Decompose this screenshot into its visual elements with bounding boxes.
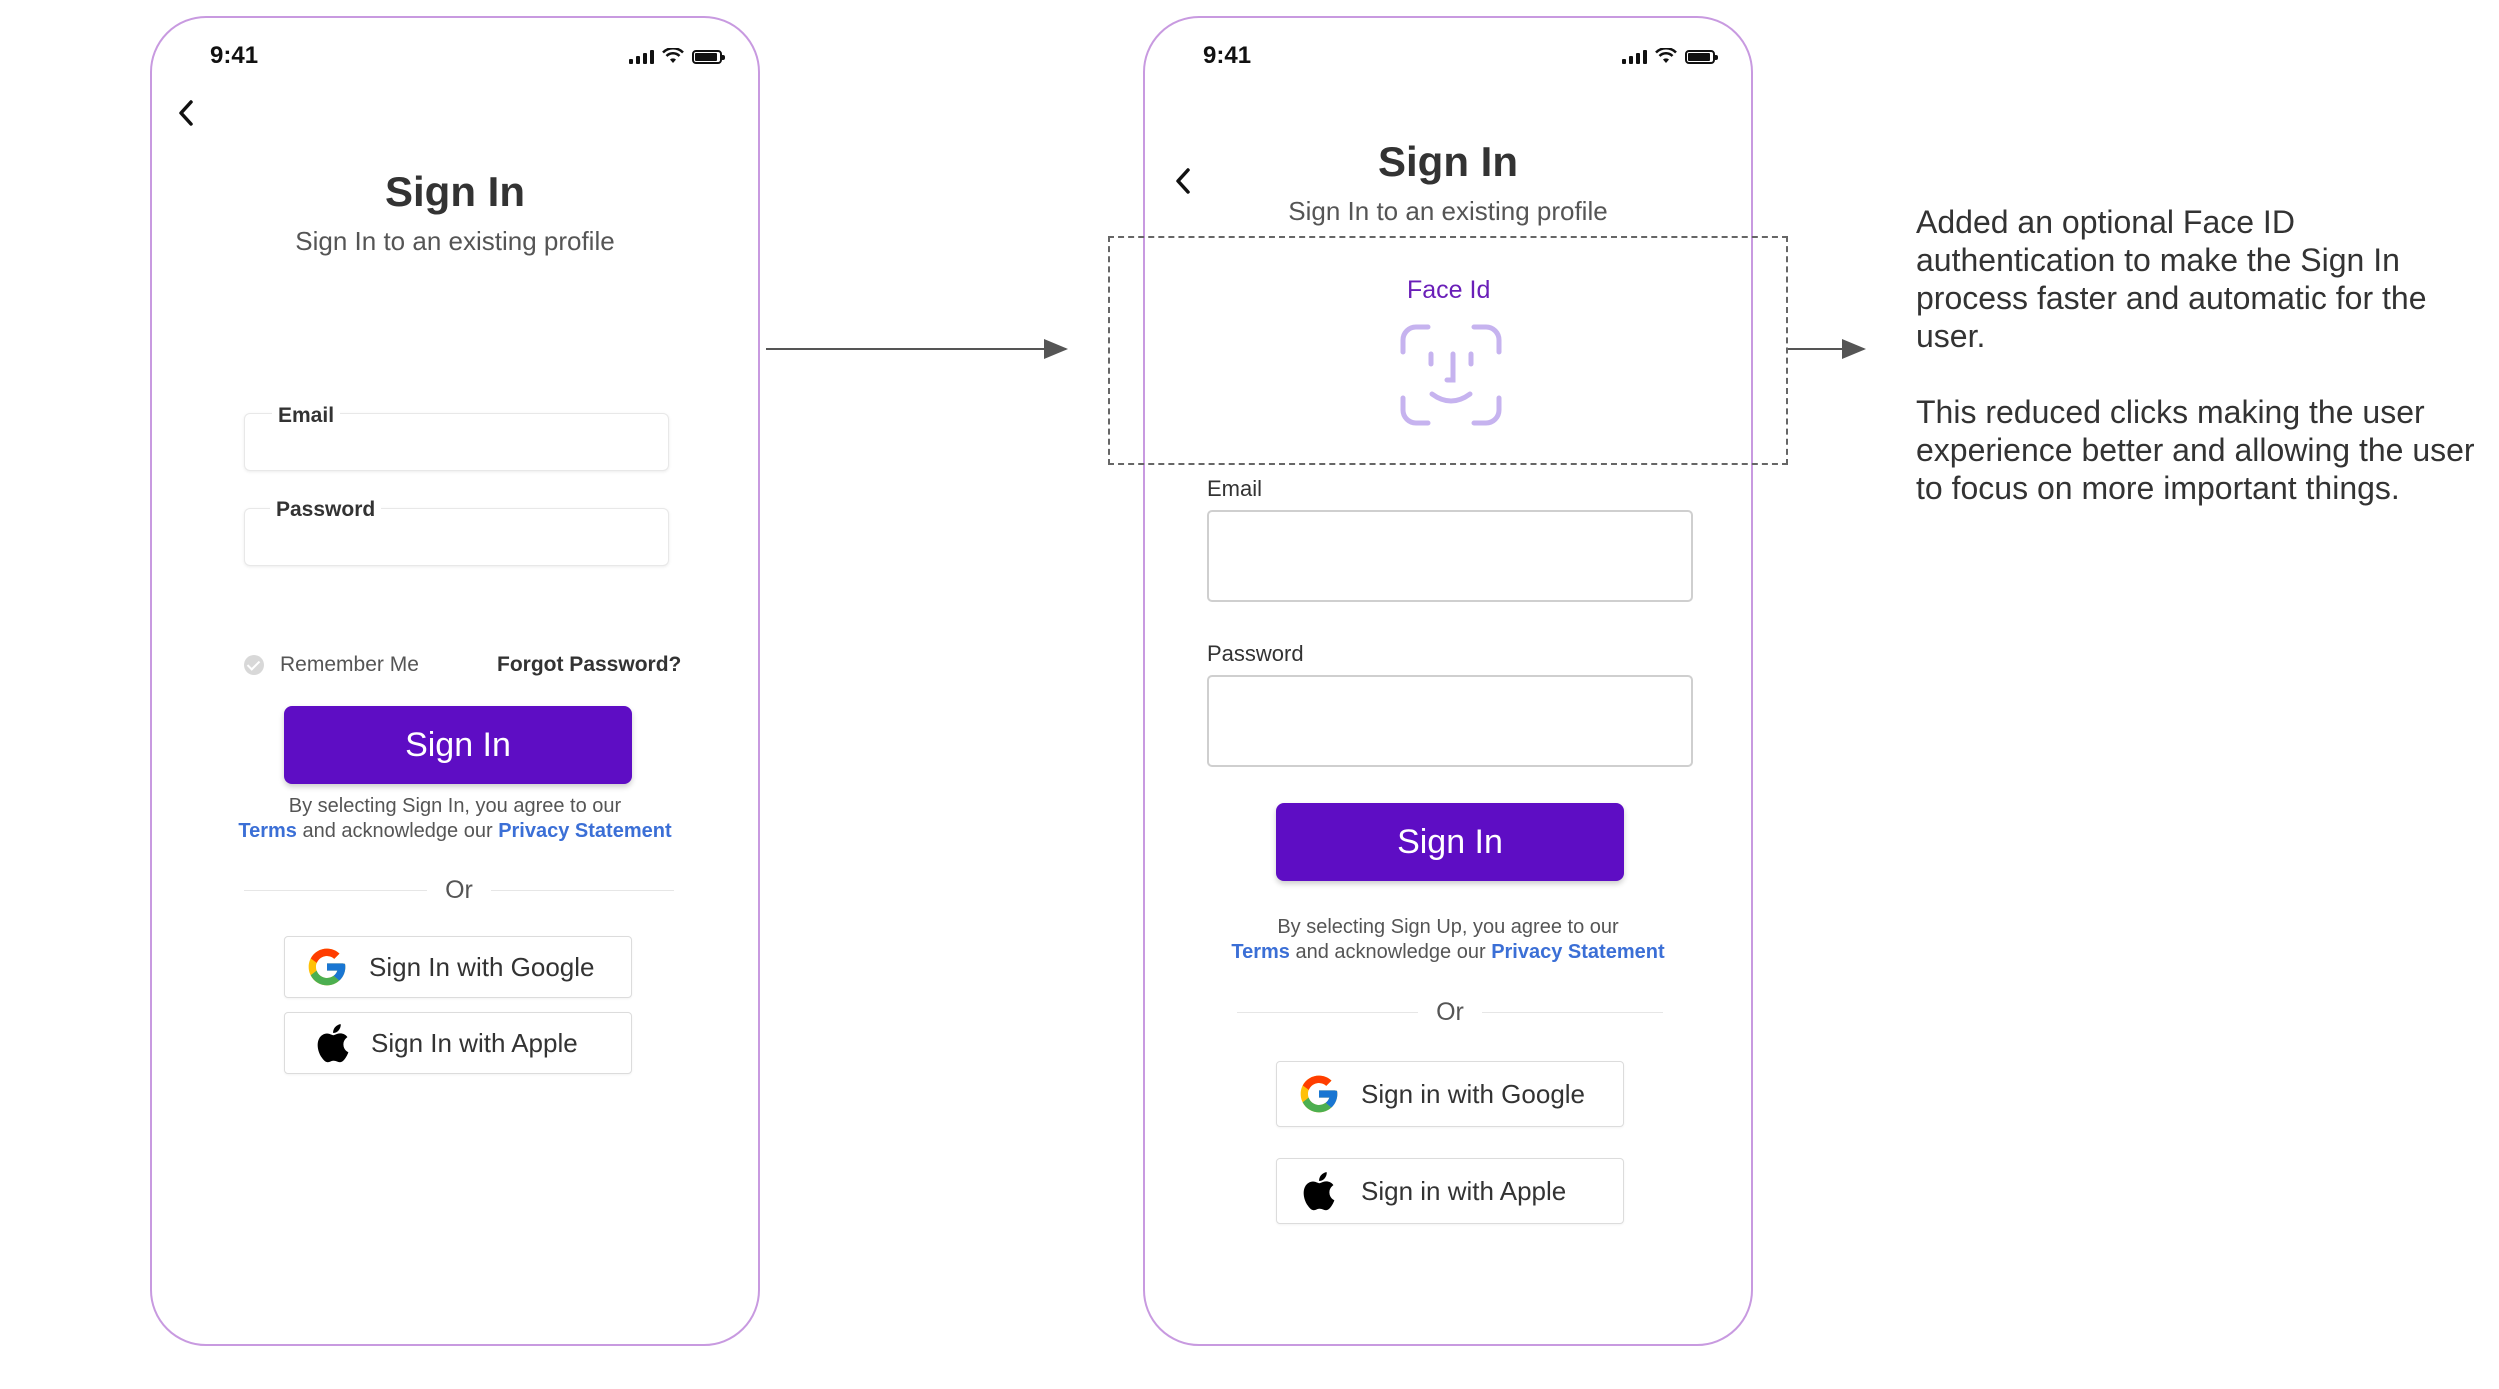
apple-icon — [1303, 1172, 1335, 1211]
sign-in-button[interactable]: Sign In — [1276, 803, 1624, 881]
annotation-note: Added an optional Face ID authentication… — [1916, 203, 2486, 545]
legal-mid: and acknowledge our — [1295, 941, 1486, 963]
privacy-statement-link[interactable]: Privacy Statement — [498, 820, 672, 842]
or-divider: Or — [244, 876, 674, 905]
password-label: Password — [1207, 641, 1304, 666]
wifi-icon — [662, 48, 684, 63]
or-text: Or — [1436, 998, 1464, 1026]
or-text: Or — [445, 876, 473, 904]
email-label: Email — [1207, 476, 1263, 501]
or-divider: Or — [1237, 998, 1663, 1027]
page-subtitle: Sign In to an existing profile — [1288, 196, 1608, 226]
face-id-icon[interactable] — [1398, 322, 1504, 428]
flow-arrow-2 — [1788, 339, 1866, 359]
legal-text: By selecting Sign In, you agree to our T… — [152, 794, 758, 844]
status-time: 9:41 — [210, 42, 259, 69]
battery-icon — [692, 50, 725, 64]
google-sign-in-button[interactable]: Sign In with Google — [284, 936, 632, 998]
email-field[interactable] — [1207, 510, 1693, 602]
remember-me-checkbox[interactable] — [244, 655, 264, 675]
apple-button-label: Sign In with Apple — [371, 1027, 578, 1058]
page-title: Sign In — [385, 168, 525, 215]
legal-line1: By selecting Sign In, you agree to our — [288, 795, 622, 817]
left-phone-frame: 9:41 Sign In Sign In to an existing prof… — [150, 16, 760, 1346]
google-icon — [308, 948, 346, 986]
battery-icon — [1685, 50, 1718, 64]
face-id-highlight-box — [1108, 236, 1788, 465]
status-icons — [629, 48, 725, 64]
flow-arrow-1 — [766, 339, 1068, 359]
back-arrow-icon[interactable] — [176, 98, 196, 134]
annotation-paragraph-2: This reduced clicks making the user expe… — [1916, 394, 2475, 506]
face-id-label: Face Id — [1407, 276, 1491, 304]
page-subtitle: Sign In to an existing profile — [295, 226, 615, 256]
or-line-right — [1481, 1012, 1663, 1013]
google-sign-in-button[interactable]: Sign in with Google — [1276, 1061, 1624, 1127]
or-line-left — [244, 890, 428, 891]
or-line-left — [1237, 1012, 1419, 1013]
annotation-paragraph-1: Added an optional Face ID authentication… — [1916, 204, 2427, 354]
right-phone-frame: 9:41 Sign In Sign In to an existing prof… — [1143, 16, 1753, 1346]
signal-icon — [1622, 50, 1647, 64]
password-label: Password — [270, 498, 382, 522]
status-time: 9:41 — [1203, 42, 1252, 69]
google-icon — [1300, 1075, 1338, 1113]
legal-line1: By selecting Sign Up, you agree to our — [1277, 916, 1619, 938]
sign-in-button[interactable]: Sign In — [284, 706, 632, 784]
apple-button-label: Sign in with Apple — [1361, 1175, 1567, 1206]
apple-icon — [317, 1024, 349, 1063]
apple-sign-in-button[interactable]: Sign In with Apple — [284, 1012, 632, 1074]
status-icons — [1622, 48, 1718, 64]
page-title: Sign In — [1378, 138, 1518, 185]
google-button-label: Sign in with Google — [1361, 1078, 1586, 1109]
wifi-icon — [1655, 48, 1677, 63]
back-arrow-icon[interactable] — [1173, 166, 1193, 202]
legal-line2: Terms and acknowledge our Privacy Statem… — [152, 819, 758, 844]
signal-icon — [629, 50, 654, 64]
terms-link[interactable]: Terms — [1231, 941, 1290, 963]
legal-mid: and acknowledge our — [302, 820, 493, 842]
legal-line2: Terms and acknowledge our Privacy Statem… — [1145, 940, 1751, 965]
privacy-statement-link[interactable]: Privacy Statement — [1491, 941, 1665, 963]
apple-sign-in-button[interactable]: Sign in with Apple — [1276, 1158, 1624, 1224]
remember-me-label: Remember Me — [280, 653, 419, 676]
or-line-right — [490, 890, 674, 891]
google-button-label: Sign In with Google — [369, 951, 595, 982]
password-field[interactable] — [1207, 675, 1693, 767]
legal-text: By selecting Sign Up, you agree to our T… — [1145, 915, 1751, 965]
terms-link[interactable]: Terms — [238, 820, 297, 842]
forgot-password-link[interactable]: Forgot Password? — [497, 653, 682, 676]
email-label: Email — [272, 404, 341, 428]
